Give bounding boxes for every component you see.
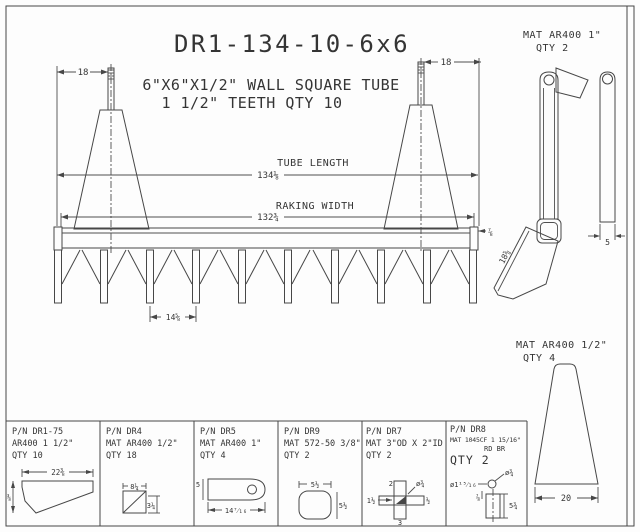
part-number: P/N DR4 <box>106 427 142 437</box>
dim-tooth-spacing <box>149 306 197 322</box>
tube-length-value: 134⅛ <box>257 171 279 181</box>
part-material: MAT AR400 1/2" <box>106 439 178 449</box>
dim-bottom: 14⁷⁄₁₆ <box>225 507 247 515</box>
dim-pin-right <box>424 58 481 226</box>
dim-raking-width <box>60 213 475 227</box>
tooth-detail-shape <box>534 363 599 503</box>
dim-top: 8¼ <box>130 483 138 491</box>
part-qty: QTY 2 <box>450 453 490 467</box>
part-material-2: RD BR <box>484 445 506 453</box>
raking-width-value: 132¾ <box>257 213 279 223</box>
part-material: MAT 3"OD X 2"ID <box>366 439 443 449</box>
dim-right: 3¼ <box>147 502 155 510</box>
weld-mark <box>396 496 406 504</box>
tooth-detail-material-note: MAT AR400 1/2" <box>516 340 607 351</box>
dim-left: 5 <box>196 481 200 489</box>
subtitle-line1: 6"X6"X1/2" WALL SQUARE TUBE <box>142 76 399 94</box>
dim-left: 1½ <box>367 497 375 505</box>
plate-sketch <box>298 490 332 520</box>
dim-tooth-spacing-value: 14⅝ <box>166 313 181 322</box>
dim-left: ⅞ <box>476 494 480 502</box>
link-hole <box>247 484 257 495</box>
link-bar-sketch <box>207 478 266 501</box>
dim-top: 22⅜ <box>51 468 65 477</box>
side-view-qty-note: QTY 2 <box>536 43 569 54</box>
dim-bottom: 3 <box>398 519 402 527</box>
part-material: MAT AR400 1" <box>200 439 261 449</box>
dim-right: 5¾ <box>509 502 517 510</box>
dim-top: 2 <box>389 480 393 488</box>
table-cell-dr4: P/N DR4 MAT AR400 1/2" QTY 18 8¼ 3¼ <box>106 427 178 514</box>
part-qty: QTY 2 <box>284 451 310 461</box>
dim-top: 5½ <box>311 481 319 489</box>
dim-pin-right-value: 18 <box>441 58 452 68</box>
part-qty: QTY 2 <box>366 451 392 461</box>
left-pin-arm <box>73 64 150 253</box>
part-qty: QTY 18 <box>106 451 137 461</box>
gusset-sketch <box>122 490 147 514</box>
tube-length-label: TUBE LENGTH <box>277 158 349 169</box>
side-view-bar <box>588 71 625 240</box>
part-number: P/N DR5 <box>200 427 236 437</box>
table-cell-dr8: P/N DR8 MAT 1045CF 1 15/16" RD BR QTY 2 … <box>450 425 521 523</box>
dim-bar-width-value: 5 <box>605 238 610 247</box>
dim-right: 5½ <box>339 502 347 510</box>
part-number: P/N DR9 <box>284 427 320 437</box>
table-cell-dr7: P/N DR7 MAT 3"OD X 2"ID QTY 2 2 ø¾ 1½ ½ … <box>366 427 443 527</box>
side-view-material-note: MAT AR400 1" <box>523 30 601 41</box>
tooth-detail-qty-note: QTY 4 <box>523 353 556 364</box>
dim-end-offset <box>478 229 486 233</box>
right-pin-arm <box>383 58 459 253</box>
table-cell-dr5: P/N DR5 MAT AR400 1" QTY 4 5 14⁷⁄₁₆ <box>196 427 266 515</box>
table-cell-dr9: P/N DR9 MAT 572-50 3/8" QTY 2 5½ 5½ <box>284 427 361 520</box>
dim-tube-length <box>57 172 478 178</box>
dim-leader1: ø1¹⁵⁄₁₆ <box>450 481 476 489</box>
bar-end-symbol <box>487 479 497 489</box>
dim-pin-left <box>56 66 108 226</box>
sheet-border <box>5 5 635 527</box>
part-qty: QTY 10 <box>12 451 43 461</box>
part-number: P/N DR7 <box>366 427 402 437</box>
parts-table-grid <box>6 420 528 526</box>
part-material: AR400 1 1/2" <box>12 439 73 449</box>
dim-left: ⅜ <box>7 493 11 502</box>
table-cell-dr1-75: P/N DR1-75 AR400 1 1/2" QTY 10 22⅜ ⅜ <box>7 427 94 514</box>
rake-teeth <box>54 249 477 304</box>
raking-width-label: RAKING WIDTH <box>276 201 354 212</box>
part-number: P/N DR8 <box>450 425 486 435</box>
dim-tooth-width-value: 20 <box>561 494 571 504</box>
part-material: MAT 572-50 3/8" <box>284 439 361 449</box>
square-tube <box>53 226 479 251</box>
page-title: DR1-134-10-6x6 <box>174 30 410 58</box>
part-number: P/N DR1-75 <box>12 427 63 437</box>
dim-leader: ø¾ <box>416 480 424 488</box>
dim-pin-left-value: 18 <box>78 68 89 78</box>
dim-right: ½ <box>426 497 430 505</box>
dim-leader2: ø¾ <box>505 469 513 477</box>
tooth-profile-sketch <box>21 480 94 514</box>
subtitle-line2: 1 1/2" TEETH QTY 10 <box>161 94 342 112</box>
part-qty: QTY 4 <box>200 451 226 461</box>
dim-end-offset-value: ⅞ <box>488 228 493 237</box>
side-view-arm <box>493 67 589 300</box>
part-material: MAT 1045CF 1 15/16" <box>450 436 521 444</box>
